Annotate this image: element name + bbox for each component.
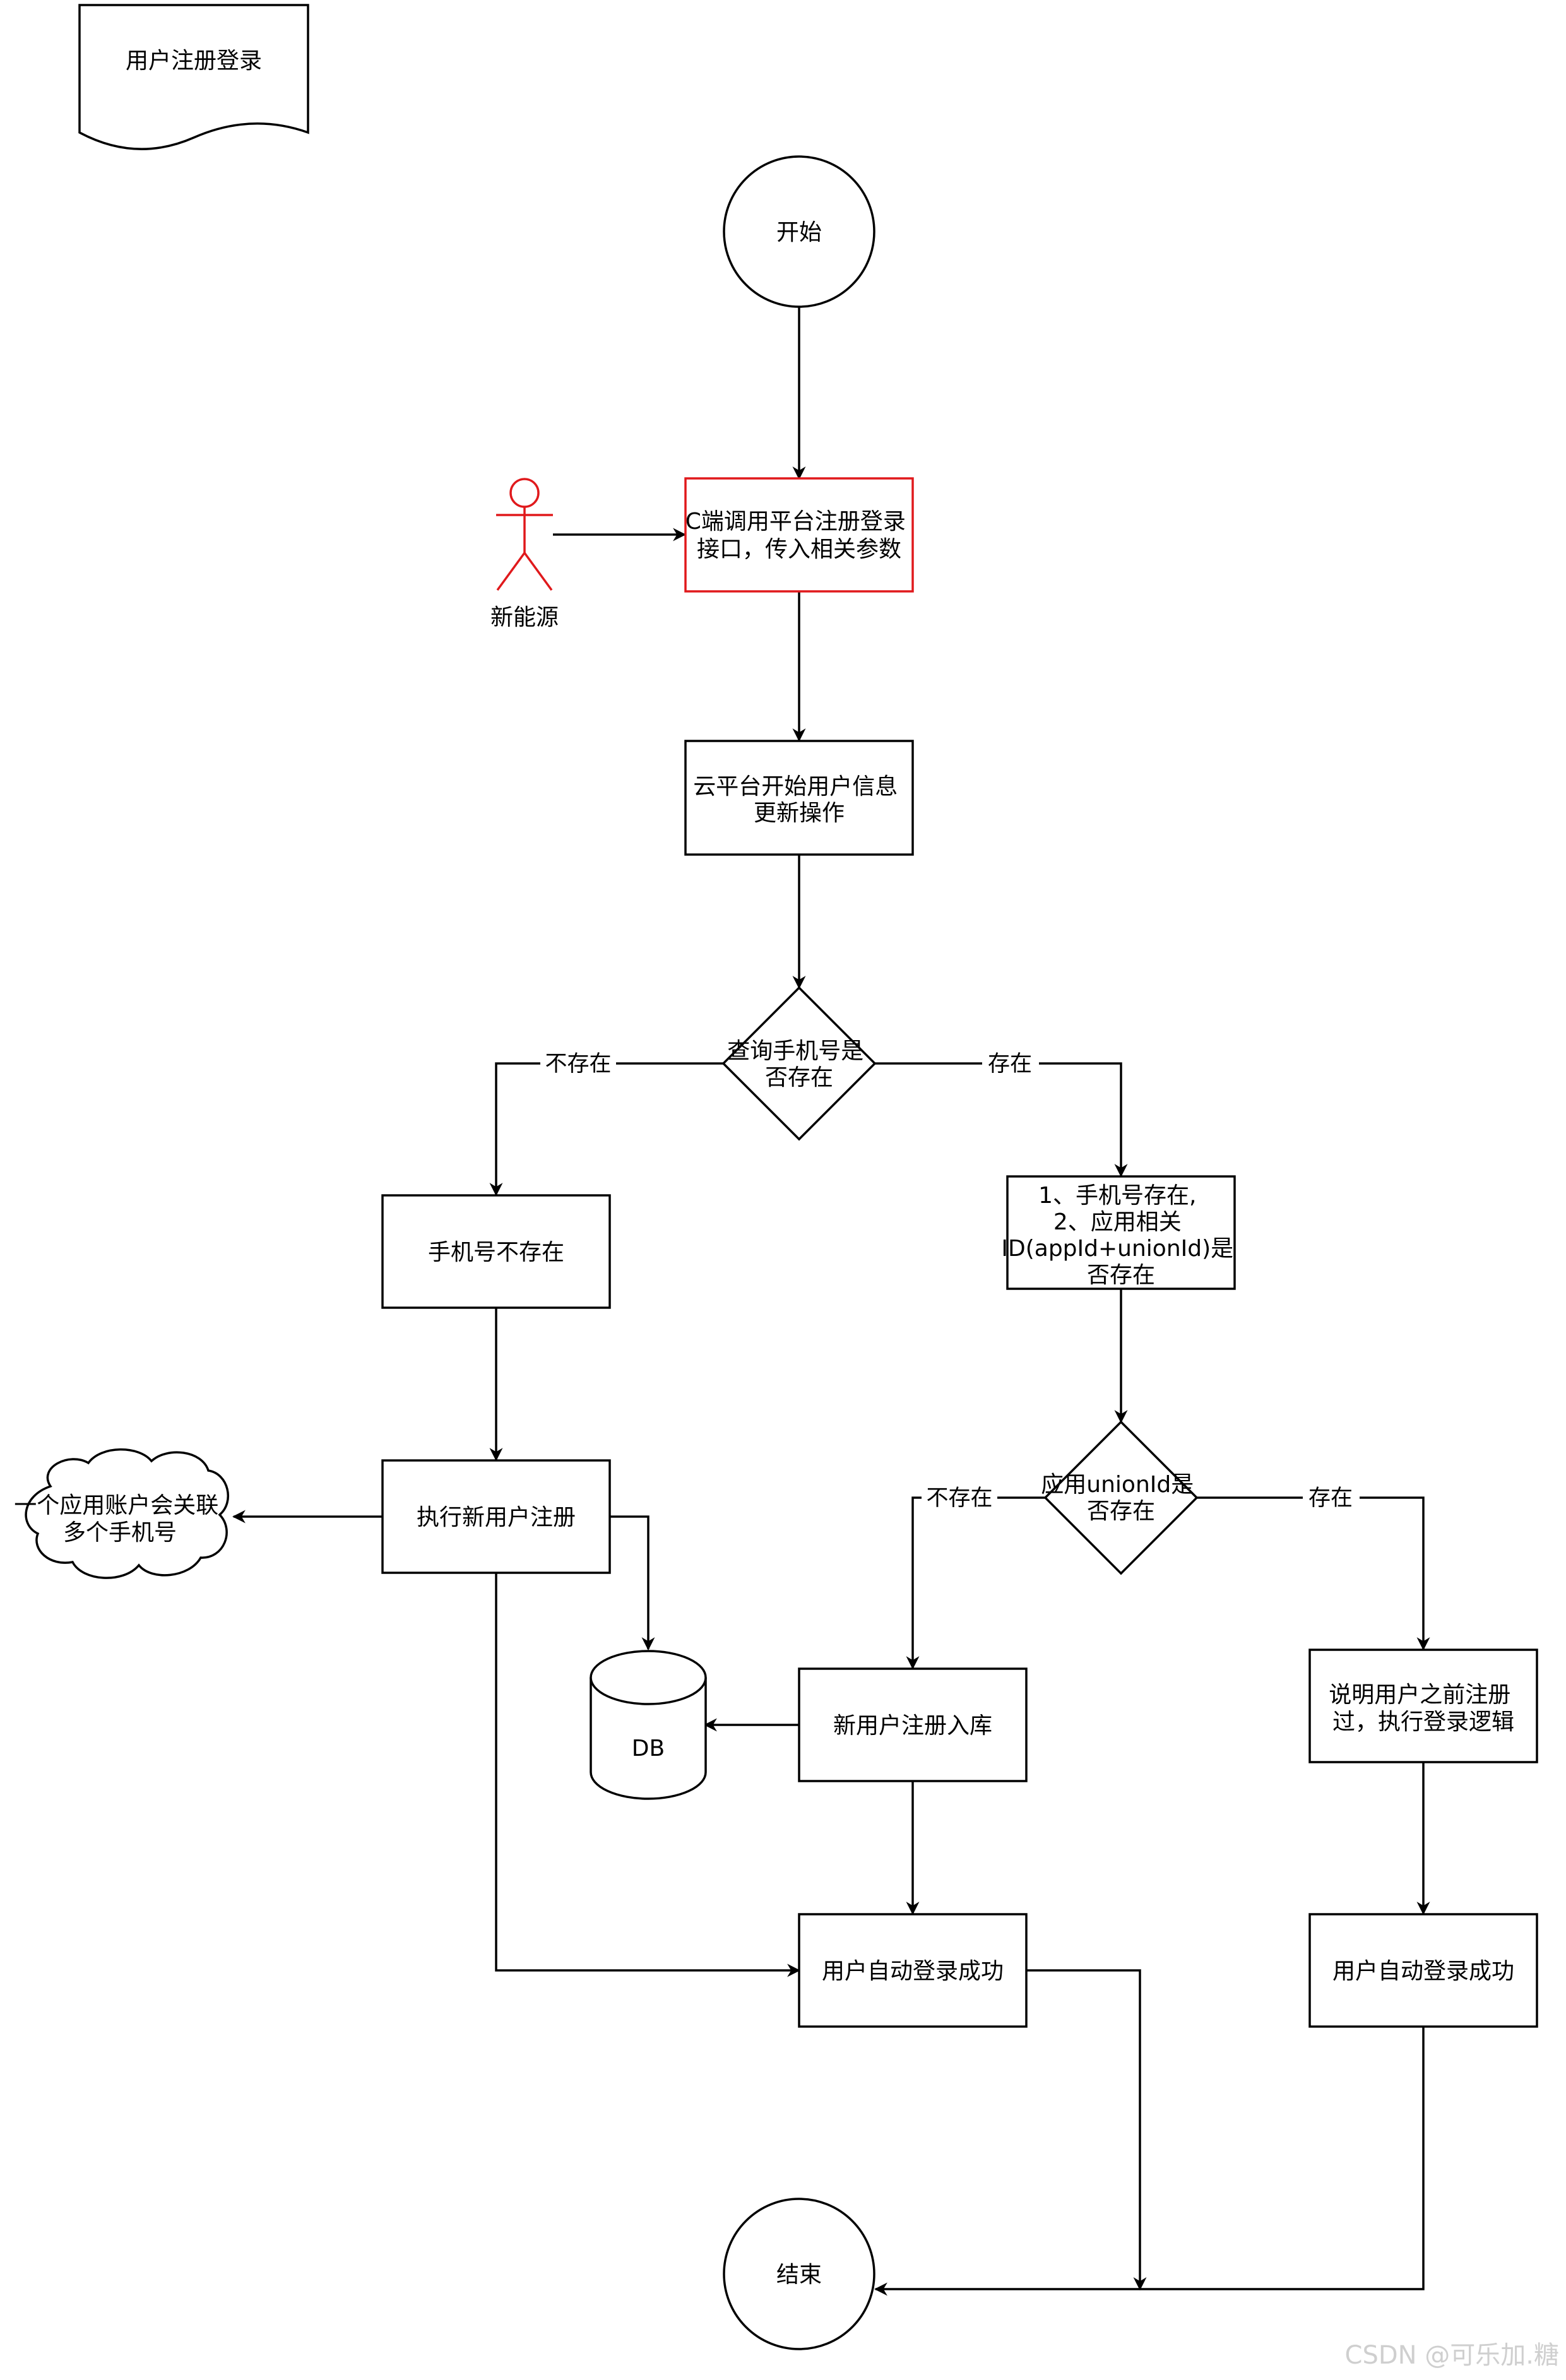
node-phone-not-exist: 手机号不存在	[381, 1194, 611, 1309]
svg-text:一个应用账户会关联 多个手机号: 一个应用账户会关联 多个手机号	[14, 1493, 225, 1546]
node-auto-login-right: 用户自动登录成功	[1308, 1913, 1538, 2028]
start-node: 开始	[723, 155, 875, 308]
edge-check-phone-not-exist	[489, 1062, 723, 1197]
edge-labels: 不存在 存在 不存在 存在	[540, 1051, 1360, 1511]
document-title-shape: 用户注册登录	[78, 4, 309, 150]
edge-login-right-to-end	[874, 2027, 1425, 2296]
start-label: 开始	[776, 220, 822, 246]
db-label: DB	[632, 1736, 665, 1761]
node-register-new: 执行新用户注册	[381, 1459, 611, 1574]
node-already-registered: 说明用户之前注册 过，执行登录逻辑	[1308, 1649, 1538, 1763]
document-title: 用户注册登录	[126, 48, 262, 74]
cloud-note-line-1: 一个应用账户会关联	[14, 1493, 218, 1519]
register-new-label: 执行新用户注册	[417, 1505, 576, 1530]
decision-check-phone: 查询手机号是 否存在	[721, 986, 877, 1141]
already-registered-line-2: 过，执行登录逻辑	[1332, 1709, 1514, 1735]
edge-label-unionid-not-exist: 不存在	[926, 1486, 992, 1511]
auto-login-left-label: 用户自动登录成功	[822, 1958, 1004, 1984]
auto-login-right-label: 用户自动登录成功	[1332, 1958, 1514, 1984]
edges	[232, 307, 1430, 2296]
update-user-line-1: 云平台开始用户信息	[693, 774, 898, 800]
svg-text:应用unionId是 否存在: 应用unionId是 否存在	[1041, 1472, 1201, 1524]
svg-text:查询手机号是 否存在: 查询手机号是 否存在	[727, 1038, 870, 1091]
svg-text:说明用户之前注册 过，执行登录逻辑: 说明用户之前注册 过，执行登录逻辑	[1329, 1682, 1517, 1735]
edge-register-to-login-left	[495, 1573, 801, 1977]
svg-text:云平台开始用户信息 更新操作: 云平台开始用户信息 更新操作	[693, 774, 905, 826]
edge-register-to-db	[610, 1515, 655, 1651]
check-appid-line-2: 2、应用相关	[1053, 1209, 1182, 1235]
phone-not-exist-label: 手机号不存在	[428, 1240, 564, 1265]
call-api-line-2: 接口，传入相关参数	[697, 536, 901, 562]
edge-unionid-not-exist	[906, 1496, 1045, 1670]
check-unionid-line-2: 否存在	[1087, 1498, 1155, 1524]
update-user-line-2: 更新操作	[754, 800, 845, 826]
node-insert-new: 新用户注册入库	[798, 1667, 1028, 1782]
check-phone-line-2: 否存在	[765, 1065, 833, 1091]
database-cylinder: DB	[590, 1650, 707, 1800]
insert-new-label: 新用户注册入库	[833, 1713, 992, 1739]
edge-check-phone-exist	[875, 1062, 1128, 1178]
check-unionid-line-1: 应用unionId是	[1041, 1472, 1194, 1498]
check-appid-line-4: 否存在	[1087, 1262, 1155, 1288]
node-check-appid: 1、手机号存在, 2、应用相关 ID(appId+unionId)是 否存在	[1001, 1175, 1240, 1290]
call-api-line-1: C端调用平台注册登录	[685, 509, 906, 535]
edge-label-unionid-exist: 存在	[1308, 1486, 1353, 1511]
check-appid-line-1: 1、手机号存在,	[1038, 1183, 1196, 1209]
check-appid-line-3: ID(appId+unionId)是	[1001, 1236, 1233, 1262]
end-label: 结束	[776, 2262, 822, 2288]
edge-login-left-to-end	[1026, 1969, 1147, 2291]
cloud-note-line-2: 多个手机号	[63, 1520, 177, 1546]
already-registered-line-1: 说明用户之前注册	[1329, 1682, 1510, 1708]
end-node: 结束	[723, 2198, 875, 2350]
node-auto-login-left: 用户自动登录成功	[798, 1913, 1028, 2028]
node-call-api: C端调用平台注册登录 接口，传入相关参数	[684, 477, 914, 593]
edge-label-phone-not-exist: 不存在	[545, 1051, 611, 1077]
edge-label-phone-exist: 存在	[988, 1051, 1032, 1077]
actor-label: 新能源	[490, 605, 559, 631]
cloud-note: 一个应用账户会关联 多个手机号	[14, 1448, 230, 1579]
decision-check-unionid: 应用unionId是 否存在	[1041, 1420, 1201, 1575]
csdn-watermark: CSDN @可乐加.糖	[1345, 2341, 1559, 2370]
actor-new-energy: 新能源	[490, 478, 559, 631]
svg-text:C端调用平台注册登录 接口，传入相关参数: C端调用平台注册登录 接口，传入相关参数	[685, 509, 913, 562]
node-update-user: 云平台开始用户信息 更新操作	[684, 740, 914, 856]
edge-unionid-exist	[1197, 1496, 1430, 1651]
svg-text:1、手机号存在, 2、应用相关 ID: 1、手机号存在, 2、应用相关 ID(appId+unionId)是 否存在	[1001, 1183, 1240, 1288]
check-phone-line-1: 查询手机号是	[727, 1038, 863, 1064]
